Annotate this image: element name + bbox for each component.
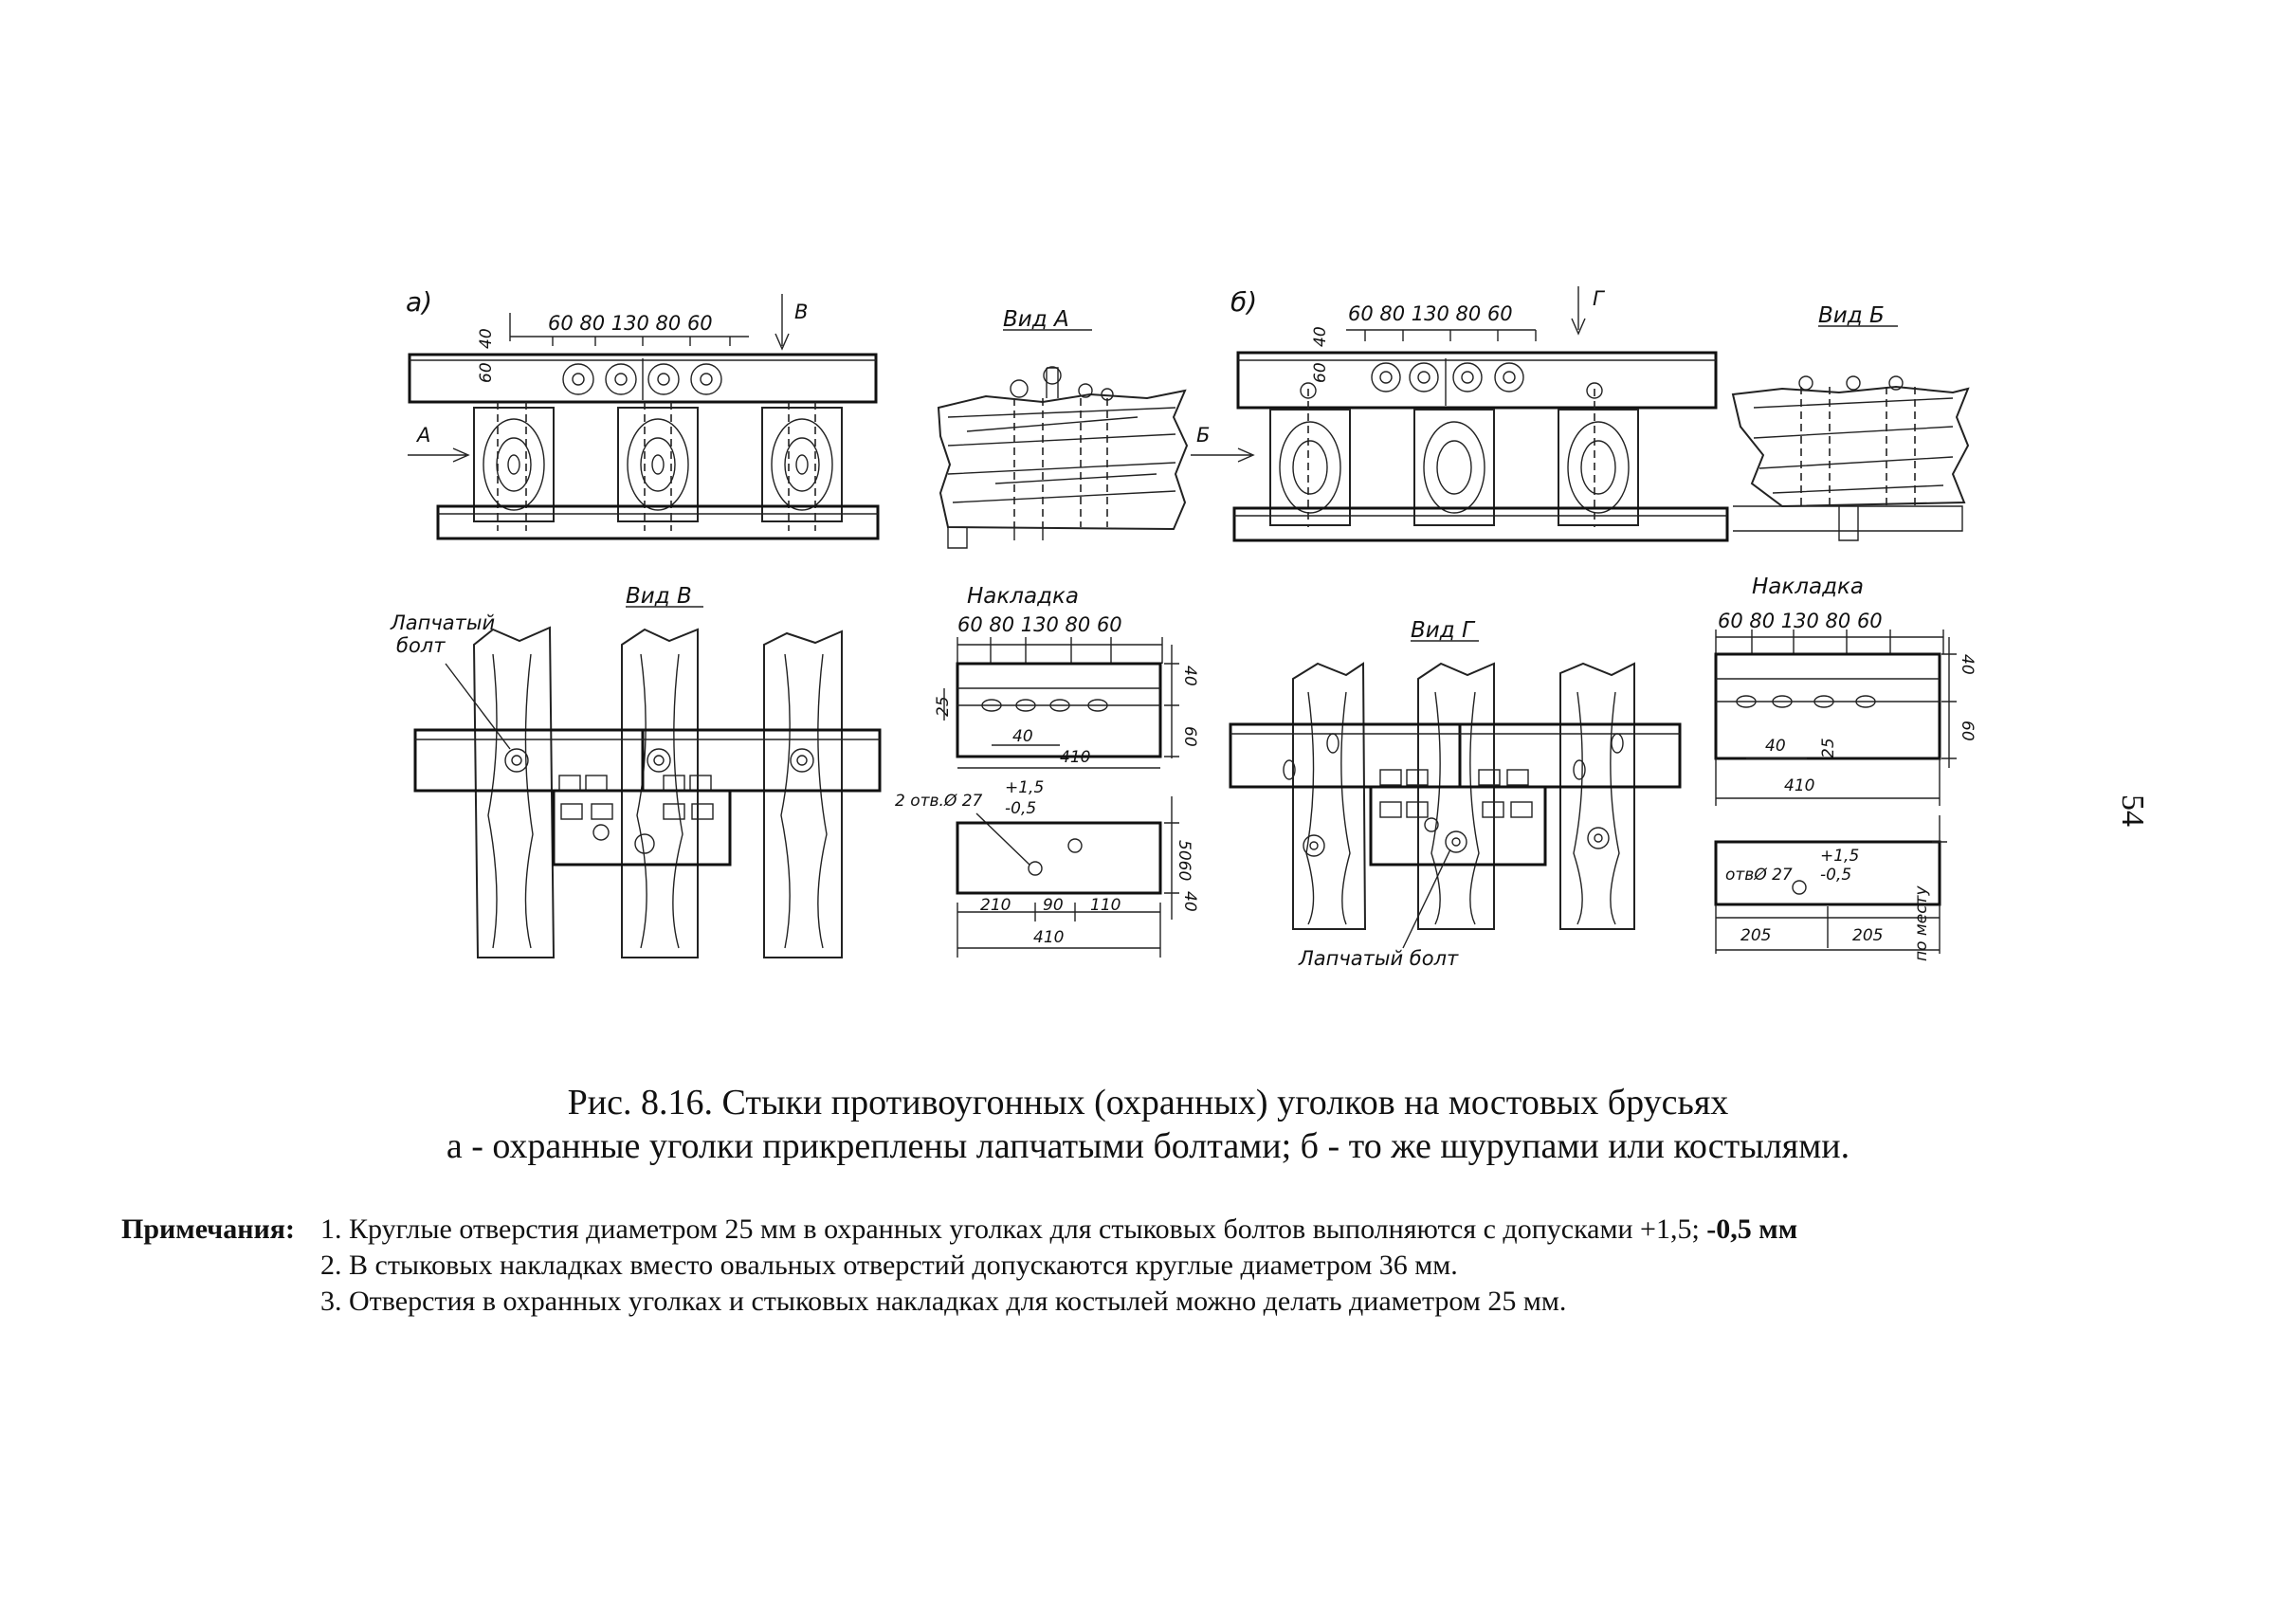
panel-a-side-view: а) 60 80 130 80 60 В 40 60 А xyxy=(406,286,880,540)
view-b-title: Вид Б xyxy=(1818,303,1885,328)
note-item-3: 3. Отверстия в охранных уголках и стыков… xyxy=(320,1286,1567,1317)
page-number: 54 xyxy=(2115,794,2150,827)
view-b: Вид Б xyxy=(1731,303,1970,541)
nakl-right-top-dims: 60 80 130 80 60 xyxy=(1718,610,1883,632)
note-row-2: 2. В стыковых накладках вместо овальных … xyxy=(121,1248,2207,1284)
nakladka-right-title: Накладка xyxy=(1752,575,1864,599)
panel-b-arrow-g-label: Г xyxy=(1593,287,1606,310)
caption-line-2: а - охранные уголки прикреплены лапчатым… xyxy=(446,1126,1850,1166)
nakl-right-hole-label: отвØ 27 xyxy=(1725,866,1793,885)
panel-a-dim-60: 60 xyxy=(477,362,496,383)
nakl-left-5060: 5060 xyxy=(1175,840,1194,881)
nakl-left-210: 210 xyxy=(980,896,1011,915)
nakl-right-25: 25 xyxy=(1819,738,1838,758)
note-item-1: 1. Круглые отверстия диаметром 25 мм в о… xyxy=(320,1213,1700,1245)
nakl-left-90: 90 xyxy=(1043,896,1064,915)
nakl-right-tol-plus: +1,5 xyxy=(1820,847,1859,866)
nakl-left-top-dims: 60 80 130 80 60 xyxy=(957,613,1122,636)
panel-b-letter: б) xyxy=(1230,286,1257,318)
nakl-left-40b: 40 xyxy=(1012,727,1033,746)
note-item-2: 2. В стыковых накладках вместо овальных … xyxy=(320,1250,1458,1281)
panel-a-dims-top: 60 80 130 80 60 xyxy=(548,312,713,335)
nakl-left-410a: 410 xyxy=(1060,748,1090,767)
panel-a-dim-40: 40 xyxy=(477,328,496,349)
nakl-left-410b: 410 xyxy=(1033,928,1064,947)
notes-block: Примечания: 1. Круглые отверстия диаметро… xyxy=(121,1212,2207,1320)
view-v: Вид В Лапчатый болт xyxy=(390,584,882,958)
panel-a-letter: а) xyxy=(406,286,432,318)
nakl-right-60: 60 xyxy=(1958,721,1977,741)
panel-b-dim-40: 40 xyxy=(1311,326,1330,347)
panel-b-beams xyxy=(1269,409,1639,526)
nakladka-left: Накладка 60 80 130 80 60 25 40 60 40 410… xyxy=(895,584,1199,958)
nakladka-right: Накладка 60 80 130 80 60 40 60 40 25 410… xyxy=(1714,575,1977,961)
nakl-right-tol-minus: -0,5 xyxy=(1820,866,1851,885)
lapchatyi-bolt-label-b: Лапчатый болт xyxy=(1298,947,1459,970)
nakl-left-110: 110 xyxy=(1090,896,1121,915)
lapchatyi-bolt-label-a-line2: болт xyxy=(396,634,446,657)
lapchatyi-bolt-label-a-line1: Лапчатый xyxy=(390,611,495,634)
panel-b-bolts xyxy=(1371,358,1524,406)
nakl-left-tol-plus: +1,5 xyxy=(1005,778,1044,797)
panel-a-bolts xyxy=(562,358,722,400)
arrow-a-icon xyxy=(408,447,470,463)
view-a-title: Вид А xyxy=(1003,307,1069,332)
notes-label: Примечания: xyxy=(121,1213,296,1245)
nakl-left-40c: 40 xyxy=(1180,891,1199,912)
caption-line-1: Рис. 8.16. Стыки противоугонных (охранны… xyxy=(567,1083,1729,1122)
panel-a-beams xyxy=(473,407,843,522)
panel-a-arrow-v-label: В xyxy=(794,301,808,323)
nakl-left-25: 25 xyxy=(934,696,953,717)
panel-b-side-view: б) 60 80 130 80 60 Г 40 60 Б xyxy=(1191,286,1729,542)
nakl-right-40a: 40 xyxy=(1958,654,1977,675)
arrow-b-icon xyxy=(1191,447,1255,463)
view-v-title: Вид В xyxy=(626,584,692,609)
note-item-1-tail: -0,5 мм xyxy=(1706,1213,1798,1245)
nakl-left-40a: 40 xyxy=(1180,666,1199,686)
nakl-right-40b: 40 xyxy=(1765,737,1786,756)
nakladka-left-title: Накладка xyxy=(967,584,1079,609)
nakl-right-po-mestu: по месту xyxy=(1912,885,1931,961)
panel-a-arrow-a-label: А xyxy=(415,424,430,447)
view-a: Вид А xyxy=(937,307,1189,549)
figure-caption: Рис. 8.16. Стыки противоугонных (охранны… xyxy=(0,1081,2296,1168)
nakl-left-tol-minus: -0,5 xyxy=(1005,799,1036,818)
panel-b-arrow-b-label: Б xyxy=(1196,424,1210,447)
nakl-left-hole-label: 2 отв.Ø 27 xyxy=(895,792,983,811)
nakl-right-205a: 205 xyxy=(1740,926,1771,945)
view-g: Вид Г Лапчатый болт xyxy=(1229,618,1682,970)
note-row-3: 3. Отверстия в охранных уголках и стыков… xyxy=(121,1284,2207,1320)
nakl-left-60: 60 xyxy=(1180,726,1199,747)
nakl-right-205b: 205 xyxy=(1852,926,1883,945)
arrow-g-icon xyxy=(1571,286,1586,336)
technical-drawing: а) 60 80 130 80 60 В 40 60 А xyxy=(390,286,1977,970)
panel-b-dim-60: 60 xyxy=(1311,362,1330,383)
nakl-right-410: 410 xyxy=(1784,776,1814,795)
view-g-title: Вид Г xyxy=(1411,618,1476,643)
panel-b-dims-top: 60 80 130 80 60 xyxy=(1348,302,1513,325)
note-row-1: Примечания: 1. Круглые отверстия диаметро… xyxy=(121,1212,2207,1248)
arrow-v-icon xyxy=(774,294,790,351)
